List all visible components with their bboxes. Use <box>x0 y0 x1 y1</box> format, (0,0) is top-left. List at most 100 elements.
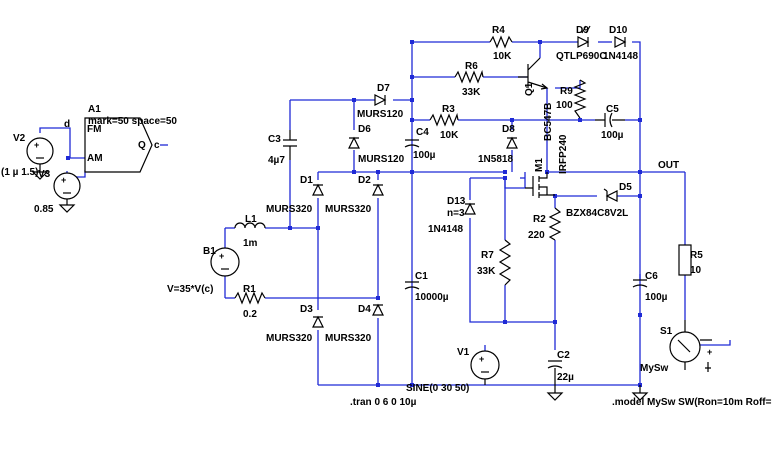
label-c1: C1 <box>415 271 428 282</box>
label-d10-val: 1N4148 <box>603 51 638 62</box>
label-d4: D4 <box>358 304 371 315</box>
label-c5-val: 100µ <box>601 130 624 141</box>
label-d4-val: MURS320 <box>325 333 372 344</box>
a1-modulator[interactable] <box>84 117 153 173</box>
label-s1: S1 <box>660 326 673 337</box>
label-a1-am: AM <box>87 153 103 164</box>
b1-source[interactable]: + <box>210 247 240 277</box>
v3-source[interactable]: + <box>53 172 81 213</box>
d4-diode[interactable] <box>372 303 384 316</box>
r1-resistor[interactable] <box>234 291 266 305</box>
l1-inductor[interactable] <box>234 222 266 229</box>
d6-diode[interactable] <box>348 136 360 149</box>
label-d6: D6 <box>358 124 371 135</box>
label-d13-val: 1N4148 <box>428 224 463 235</box>
label-r9-val: 100 <box>556 100 573 111</box>
ground-symbols <box>546 385 649 401</box>
label-r2: R2 <box>533 214 546 225</box>
d9-led[interactable] <box>577 25 591 48</box>
label-d9: D9 <box>576 25 589 36</box>
label-c6-val: 100µ <box>645 292 668 303</box>
c1-capacitor[interactable] <box>404 281 420 290</box>
label-d10: D10 <box>609 25 628 36</box>
label-v3: V3 <box>38 169 51 180</box>
c4-capacitor[interactable] <box>404 139 420 148</box>
svg-text:+: + <box>34 140 39 150</box>
r4-resistor[interactable] <box>489 35 513 49</box>
svg-text:+: + <box>479 354 484 364</box>
label-c1-val: 10000µ <box>415 292 449 303</box>
label-c5: C5 <box>606 104 619 115</box>
label-v1: V1 <box>457 347 470 358</box>
label-r4: R4 <box>492 25 505 36</box>
label-c6: C6 <box>645 271 658 282</box>
d7-diode[interactable] <box>374 94 387 106</box>
label-r5: R5 <box>690 250 703 261</box>
q1-transistor[interactable] <box>518 57 549 90</box>
label-l1-val: 1m <box>243 238 258 249</box>
label-c3-val: 4µ7 <box>268 155 285 166</box>
label-r6-val: 33K <box>462 87 481 98</box>
label-d8-val: 1N5818 <box>478 154 513 165</box>
label-d2: D2 <box>358 175 371 186</box>
v1-source[interactable]: + <box>470 350 500 385</box>
label-d5-val: BZX84C8V2L <box>566 208 628 219</box>
label-a1-q: Q <box>138 140 146 151</box>
label-d8: D8 <box>502 124 515 135</box>
label-r5-val: 10 <box>690 265 702 276</box>
label-r7-val: 33K <box>477 266 496 277</box>
label-d2-val: MURS320 <box>325 204 372 215</box>
r3-resistor[interactable] <box>429 112 459 127</box>
d5-zener[interactable] <box>603 188 618 202</box>
r2-resistor[interactable] <box>548 207 562 241</box>
label-c4: C4 <box>416 127 429 138</box>
label-l1: L1 <box>245 214 257 225</box>
d2-diode[interactable] <box>372 183 384 196</box>
model-directive: .model MySw SW(Ron=10m Roff= <box>612 397 772 408</box>
c3-capacitor[interactable] <box>283 130 297 160</box>
labels: V2 (1 µ 1.5) V3 0.85 A1 mark=50 space=50… <box>1 25 772 408</box>
label-d7: D7 <box>377 83 390 94</box>
d13-diode[interactable] <box>464 202 476 215</box>
label-r1-val: 0.2 <box>243 309 257 320</box>
label-d1-val: MURS320 <box>266 204 313 215</box>
label-c2-val: 22µ <box>557 372 574 383</box>
wires <box>39 41 731 386</box>
label-r1: R1 <box>243 284 256 295</box>
label-d13: D13 <box>447 196 466 207</box>
r7-resistor[interactable] <box>498 239 512 286</box>
label-r3: R3 <box>442 104 455 115</box>
label-out: OUT <box>658 160 679 171</box>
tran-directive: .tran 0 6 0 10µ <box>350 397 417 408</box>
v2-source[interactable]: + <box>26 137 54 180</box>
label-d3-val: MURS320 <box>266 333 313 344</box>
label-d6-val: MURS120 <box>358 154 405 165</box>
label-d1: D1 <box>300 175 313 186</box>
label-r4-val: 10K <box>493 51 512 62</box>
label-d7-val: MURS120 <box>357 109 404 120</box>
d10-diode[interactable] <box>614 36 627 48</box>
s1-switch[interactable]: + <box>669 320 712 372</box>
label-v2: V2 <box>13 133 26 144</box>
d1-diode[interactable] <box>312 183 324 196</box>
label-c4-val: 100µ <box>413 150 436 161</box>
m1-mosfet[interactable] <box>525 172 555 198</box>
label-a1: A1 <box>88 104 101 115</box>
r5-resistor[interactable] <box>678 244 692 276</box>
c2-capacitor[interactable] <box>547 360 563 385</box>
label-d3: D3 <box>300 304 313 315</box>
label-b1: B1 <box>203 246 216 257</box>
r6-resistor[interactable] <box>454 69 484 84</box>
c6-capacitor[interactable] <box>632 279 648 288</box>
svg-text:+: + <box>61 175 66 185</box>
label-m1: M1 <box>534 158 545 172</box>
label-s1-val: MySw <box>640 363 669 374</box>
c5-capacitor[interactable] <box>595 112 625 128</box>
label-d9-val: QTLP690C <box>556 51 607 62</box>
d8-diode[interactable] <box>506 136 518 149</box>
r9-resistor[interactable] <box>573 79 587 119</box>
svg-text:+: + <box>219 251 224 261</box>
d3-diode[interactable] <box>312 315 324 328</box>
svg-text:+: + <box>707 347 712 357</box>
